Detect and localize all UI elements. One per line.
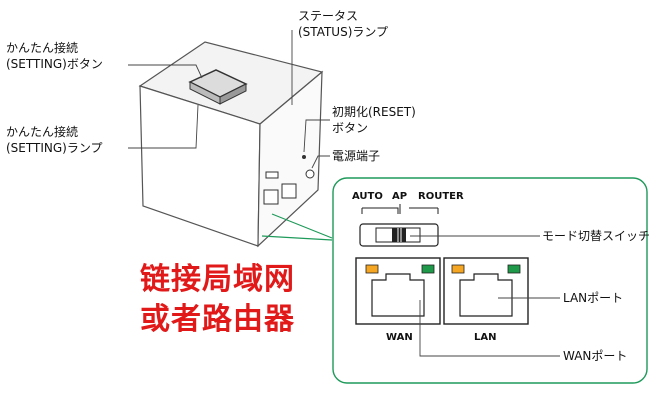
- lan-port: [443, 257, 529, 325]
- wan-lamp-orange: [365, 264, 379, 274]
- setting-lamp-label: かんたん接続 (SETTING)ランプ: [6, 124, 102, 156]
- device-reset-hole: [302, 155, 306, 159]
- setting-lamp-label-line2: (SETTING)ランプ: [6, 141, 103, 155]
- setting-button-base-right: [219, 83, 247, 105]
- mode-switch-label: モード切替スイッチ: [542, 229, 651, 243]
- switch-mode-ap: AP: [392, 191, 408, 202]
- wan-lamp-green: [421, 264, 435, 274]
- status-lamp-label: ステータス (STATUS)ランプ: [298, 8, 388, 40]
- wan-port-label: WANポート: [563, 349, 628, 363]
- lan-lamp-green: [507, 264, 521, 274]
- setting-button-label-line2: (SETTING)ボタン: [6, 57, 103, 71]
- reset-button-label-line1: 初期化(RESET): [332, 105, 416, 119]
- leader-setting-lamp: [128, 104, 199, 149]
- zoom-line-top: [271, 213, 333, 239]
- mode-switch-knob: [392, 228, 406, 242]
- lan-port-caption: LAN: [474, 332, 497, 343]
- setting-button-label-line1: かんたん接続: [6, 41, 79, 55]
- setting-lamp-label-line1: かんたん接続: [6, 125, 79, 139]
- zoom-line-bottom: [261, 235, 333, 241]
- device-power-jack: [305, 169, 315, 179]
- device-port-1: [263, 189, 279, 205]
- status-lamp-label-line2: (STATUS)ランプ: [298, 25, 389, 39]
- setting-button-label: かんたん接続 (SETTING)ボタン: [6, 40, 103, 72]
- lan-port-label: LANポート: [563, 291, 624, 305]
- router-device: [138, 41, 324, 248]
- status-lamp-label-line1: ステータス: [298, 9, 359, 23]
- switch-mode-auto: AUTO: [352, 191, 383, 202]
- mode-switch-group: [359, 204, 439, 247]
- wan-port: [355, 257, 441, 325]
- leader-setting-button: [128, 64, 203, 79]
- reset-button-label-line2: ボタン: [332, 121, 369, 135]
- device-port-2: [281, 183, 297, 199]
- leader-reset-button: [303, 119, 330, 153]
- switch-mode-router: ROUTER: [418, 191, 464, 202]
- power-port-label: 電源端子: [332, 149, 381, 163]
- wan-jack: [371, 273, 425, 317]
- leader-wan-port: [419, 300, 560, 357]
- caption-line1: 链接局域网: [140, 262, 295, 297]
- leader-power-port: [311, 155, 330, 169]
- lan-jack: [459, 273, 513, 317]
- wan-port-caption: WAN: [386, 332, 413, 343]
- device-switch: [265, 171, 279, 179]
- lan-lamp-orange: [451, 264, 465, 274]
- caption-line2: 或者路由器: [140, 302, 295, 337]
- reset-button-label: 初期化(RESET) ボタン: [332, 104, 416, 136]
